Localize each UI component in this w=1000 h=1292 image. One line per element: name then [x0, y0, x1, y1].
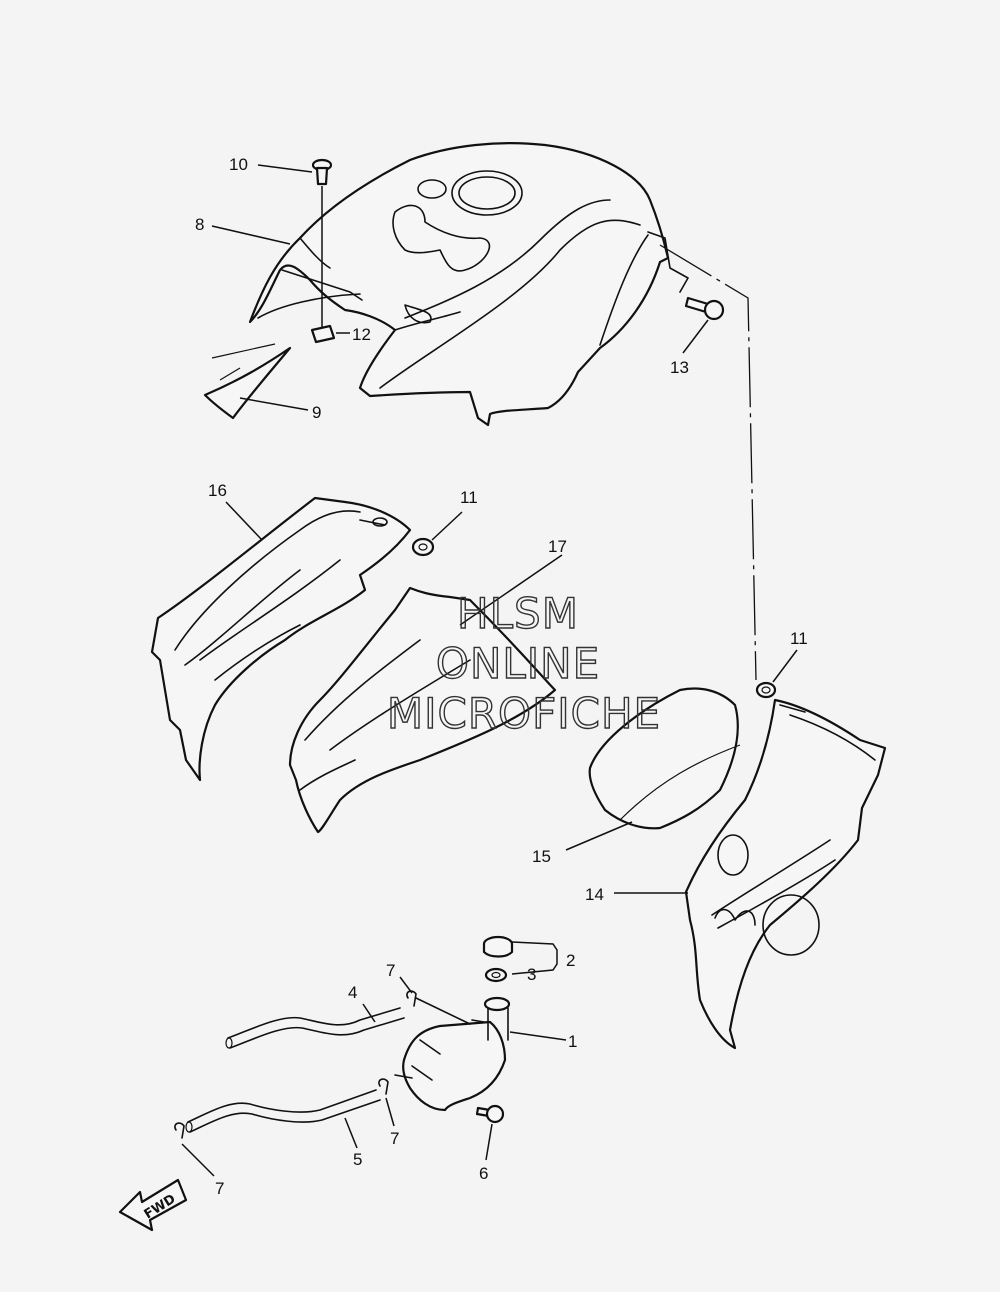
screw-part-10[interactable]	[311, 158, 333, 186]
callout-5: 5	[353, 1150, 362, 1169]
callout-2: 2	[566, 951, 575, 970]
callout-15: 15	[532, 847, 551, 866]
pad-part-15[interactable]	[588, 687, 741, 830]
callout-6: 6	[479, 1164, 488, 1183]
watermark-line-2: ONLINE	[436, 639, 600, 688]
callout-4: 4	[348, 983, 357, 1002]
side-cover-part-16[interactable]	[150, 496, 412, 782]
callout-14: 14	[585, 885, 604, 904]
bolt-part-13[interactable]	[684, 296, 725, 321]
hose-part-5[interactable]	[185, 1089, 381, 1133]
callout-7-middle: 7	[390, 1129, 399, 1148]
watermark: HLSM ONLINE MICROFICHE	[386, 588, 661, 738]
washer-part-3[interactable]	[484, 967, 508, 983]
bolt-part-6[interactable]	[475, 1104, 505, 1124]
clip-nut-part-12[interactable]	[310, 324, 336, 344]
callout-7-top: 7	[386, 961, 395, 980]
side-cover-part-14[interactable]	[684, 698, 887, 1050]
callout-9: 9	[312, 403, 321, 422]
clamp-part-7-middle[interactable]	[378, 1078, 389, 1095]
callout-11-right: 11	[790, 629, 808, 648]
side-cover-part-17[interactable]	[288, 586, 557, 834]
tank-cover-part-8[interactable]	[248, 142, 689, 427]
callout-10: 10	[229, 155, 248, 174]
callout-11-left: 11	[460, 488, 478, 507]
callout-3: 3	[527, 965, 536, 984]
clamp-part-7-top[interactable]	[406, 990, 471, 1025]
callout-7-bottom: 7	[215, 1179, 224, 1198]
reservoir-tank-part-1[interactable]	[394, 996, 511, 1112]
decal-part-9[interactable]	[203, 346, 292, 420]
clamp-part-7-bottom[interactable]	[174, 1122, 185, 1139]
watermark-line-3: MICROFICHE	[387, 689, 661, 738]
callout-17: 17	[548, 537, 567, 556]
callout-12: 12	[352, 325, 371, 344]
hose-part-4[interactable]	[225, 1007, 405, 1049]
callout-16: 16	[208, 481, 227, 500]
callout-8: 8	[195, 215, 204, 234]
watermark-line-1: HLSM	[457, 589, 579, 638]
grommet-part-11-left[interactable]	[411, 537, 435, 557]
grommet-part-11-right[interactable]	[755, 681, 777, 699]
callout-13: 13	[670, 358, 689, 377]
fwd-arrow-icon: FWD	[118, 1178, 188, 1232]
cap-part-2[interactable]	[482, 935, 514, 958]
callout-1: 1	[568, 1032, 577, 1051]
